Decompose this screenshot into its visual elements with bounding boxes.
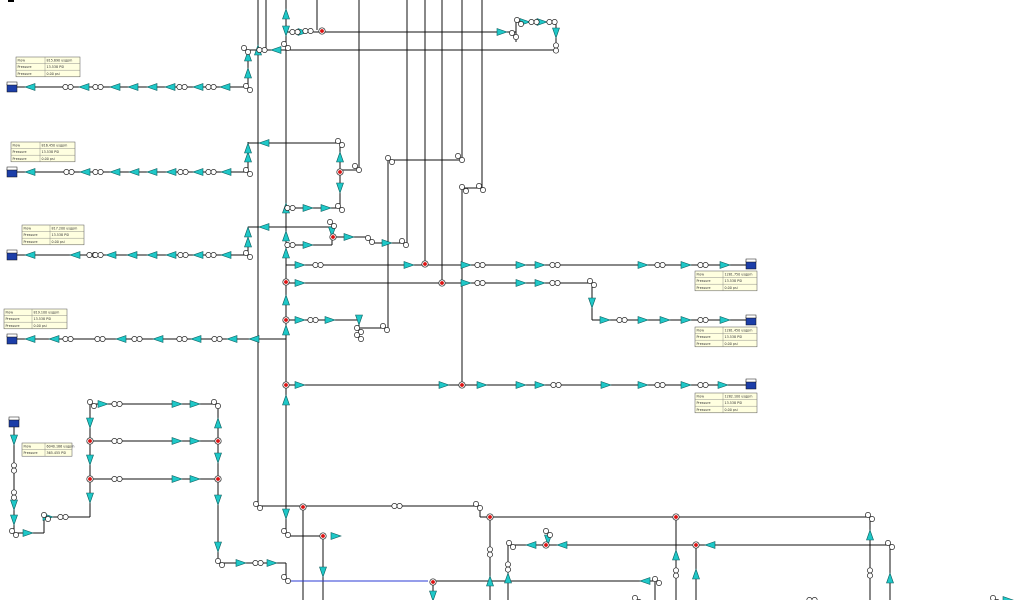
tank-icon [6, 333, 18, 345]
table-value: 13.538 PSI [725, 279, 743, 283]
table-value: 13.538 PSI [47, 65, 65, 69]
tank-icon [8, 416, 20, 428]
table-label: Pressure [18, 72, 32, 76]
table-value: 13.538 PSI [725, 401, 743, 405]
table-value: 0.00 psi [725, 342, 738, 346]
tank-icon [745, 258, 757, 270]
table-label: Flow [697, 273, 705, 277]
table-label: Flow [6, 311, 14, 315]
table-label: Flow [24, 445, 32, 449]
tank-icon [6, 166, 18, 178]
table-value: 0.00 psi [34, 324, 47, 328]
table-label: Pressure [697, 401, 711, 405]
tank-icon [745, 378, 757, 390]
table-label: Pressure [697, 408, 711, 412]
flow-arrows [10, 8, 1014, 600]
table-value: 1281.750 usgpm [725, 273, 753, 277]
table-value: 1282.100 usgpm [725, 395, 753, 399]
table-value: 0.00 psi [47, 72, 60, 76]
table-label: Pressure [18, 65, 32, 69]
table-label: Pressure [24, 240, 38, 244]
table-value: 6040.186 usgpm [47, 445, 75, 449]
table-value: 13.538 PSI [725, 335, 743, 339]
table-value: 0.00 psi [52, 240, 65, 244]
table-label: Pressure [6, 324, 20, 328]
table-label: Pressure [13, 150, 27, 154]
table-label: Pressure [697, 342, 711, 346]
tank-icon [745, 314, 757, 326]
corner-mark [8, 0, 14, 2]
table-value: 0.00 psi [725, 408, 738, 412]
tank-icon [6, 81, 18, 93]
table-value: 817.200 usgpm [52, 227, 78, 231]
table-value: 13.538 PSI [52, 233, 70, 237]
table-label: Pressure [24, 451, 38, 455]
table-value: 819.100 usgpm [34, 311, 60, 315]
table-label: Pressure [697, 335, 711, 339]
pipes [10, 0, 891, 600]
table-value: 365.455 PSI [47, 451, 67, 455]
table-label: Pressure [697, 279, 711, 283]
table-label: Flow [13, 144, 21, 148]
fittings [9, 17, 1000, 600]
table-value: 0.00 psi [725, 286, 738, 290]
table-label: Pressure [6, 317, 20, 321]
table-label: Flow [18, 59, 26, 63]
table-label: Flow [697, 329, 705, 333]
table-value: 1281.450 usgpm [725, 329, 753, 333]
table-label: Pressure [697, 286, 711, 290]
table-value: 816.450 usgpm [42, 144, 68, 148]
table-label: Flow [697, 395, 705, 399]
table-label: Pressure [13, 157, 27, 161]
table-value: 815.690 usgpm [47, 59, 73, 63]
table-label: Pressure [24, 233, 38, 237]
tank-icon [6, 249, 18, 261]
table-value: 13.538 PSI [42, 150, 60, 154]
table-value: 0.00 psi [42, 157, 55, 161]
table-value: 13.538 PSI [34, 317, 52, 321]
table-label: Flow [24, 227, 32, 231]
